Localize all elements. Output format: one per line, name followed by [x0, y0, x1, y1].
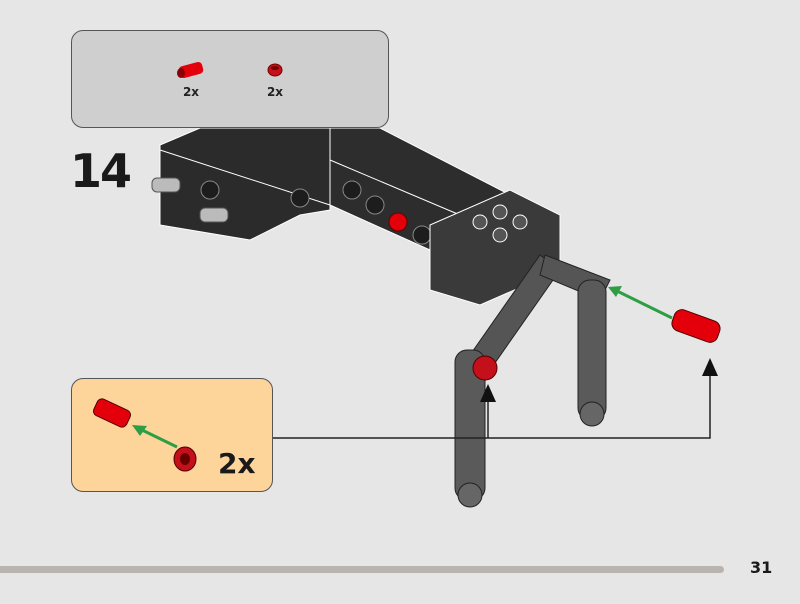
red-pins — [472, 309, 721, 381]
red-round-plate-icon — [267, 63, 283, 77]
red-axle-pin-icon — [177, 61, 204, 79]
part-quantity: 2x — [266, 85, 284, 99]
black-technic-bricks — [151, 127, 561, 306]
parts-list-box: 2x 2x — [71, 30, 389, 128]
parts-list-item: 2x — [250, 61, 300, 99]
step-number: 14 — [70, 144, 132, 198]
parts-list-item: 2x — [166, 61, 216, 99]
page-number: 31 — [750, 558, 773, 577]
sub-assembly-quantity: 2x — [218, 447, 256, 480]
sub-assembly-box: 2x — [71, 378, 273, 492]
part-quantity: 2x — [182, 85, 200, 99]
page-progress-bar — [0, 566, 724, 573]
sub-assembly-illustration — [93, 398, 197, 472]
green-arrow — [608, 286, 673, 320]
gray-liftarms — [454, 254, 611, 508]
callout-line — [273, 358, 718, 439]
